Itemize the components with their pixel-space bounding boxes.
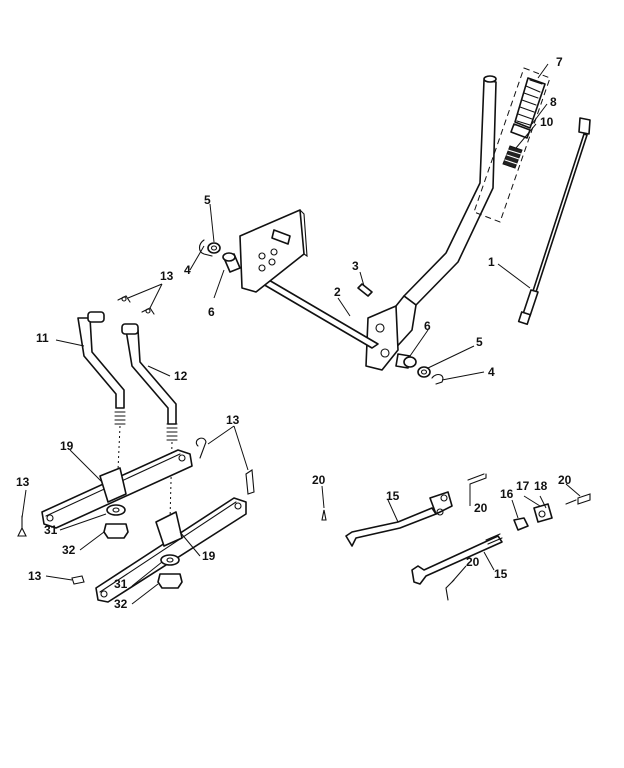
callout-7: 7 (556, 55, 563, 69)
callout-3: 3 (352, 259, 359, 273)
callout-13-mid: 13 (226, 413, 240, 427)
callout-5-right: 5 (476, 335, 483, 349)
callout-13-left: 13 (16, 475, 30, 489)
cotter-pin-upper (467, 473, 487, 485)
callout-6-right: 6 (424, 319, 431, 333)
callout-32-lower: 32 (114, 597, 128, 611)
cable-rod (517, 117, 591, 326)
callout-10: 10 (540, 115, 554, 129)
clevis-pins-top (117, 295, 155, 315)
hairpin-mid (195, 437, 207, 459)
callout-4-left: 4 (184, 263, 191, 277)
callout-31-upper: 31 (44, 523, 58, 537)
callouts: 7 8 10 1 2 3 5 4 6 6 5 4 13 11 12 13 19 … (16, 55, 572, 611)
callout-13-top: 13 (160, 269, 174, 283)
lift-link-12 (121, 323, 178, 521)
cotter-pin-left (321, 509, 327, 521)
hairpin-left (198, 239, 213, 257)
nut-lower (157, 573, 183, 589)
callout-20-right: 20 (558, 473, 572, 487)
hairpin-right (431, 373, 444, 385)
washer-upper (106, 504, 126, 516)
nut-ferrule (513, 517, 529, 531)
bushing-left (222, 252, 241, 273)
callout-16: 16 (500, 487, 514, 501)
leader-lines (21, 63, 581, 605)
callout-1: 1 (488, 255, 495, 269)
spring (514, 77, 546, 129)
callout-13-lower: 13 (28, 569, 42, 583)
lift-arm-lower (95, 497, 247, 603)
spring-assembly-outline (473, 67, 551, 223)
bushing-right (395, 353, 417, 369)
ferrule (533, 503, 553, 523)
callout-17: 17 (516, 479, 530, 493)
lift-shaft (255, 273, 379, 349)
pin-lower-left (71, 575, 85, 585)
callout-15-upper: 15 (386, 489, 400, 503)
lift-link-11 (77, 311, 126, 471)
callout-32-upper: 32 (62, 543, 76, 557)
cotter-pin-lower (445, 579, 455, 601)
spring-cap (510, 123, 531, 139)
callout-11: 11 (36, 331, 49, 345)
callout-20-lower: 20 (466, 555, 480, 569)
clip-left (207, 242, 221, 254)
spacer (357, 283, 373, 297)
clip-right (417, 366, 431, 378)
callout-2: 2 (334, 285, 341, 299)
nut-upper (103, 523, 129, 539)
deck-rod-lower (411, 533, 503, 585)
callout-31-lower: 31 (114, 577, 128, 591)
callout-19-lower: 19 (202, 549, 216, 563)
callout-5-left: 5 (204, 193, 211, 207)
lift-arm-upper (41, 449, 193, 529)
callout-6-left: 6 (208, 305, 215, 319)
pin-left-arm (17, 515, 27, 537)
grip-coil (502, 145, 523, 169)
lift-handle (365, 75, 497, 371)
pin-right-arm (245, 469, 255, 495)
callout-18: 18 (534, 479, 548, 493)
callout-20-left: 20 (312, 473, 326, 487)
callout-8: 8 (550, 95, 557, 109)
callout-4-right: 4 (488, 365, 495, 379)
callout-19-upper: 19 (60, 439, 74, 453)
deck-rod-upper (345, 491, 453, 547)
callout-15-lower: 15 (494, 567, 508, 581)
mounting-bracket (239, 209, 308, 293)
washer-lower (160, 554, 180, 566)
callout-20-upper: 20 (474, 501, 488, 515)
callout-12: 12 (174, 369, 188, 383)
cotter-pin-right (565, 493, 591, 505)
